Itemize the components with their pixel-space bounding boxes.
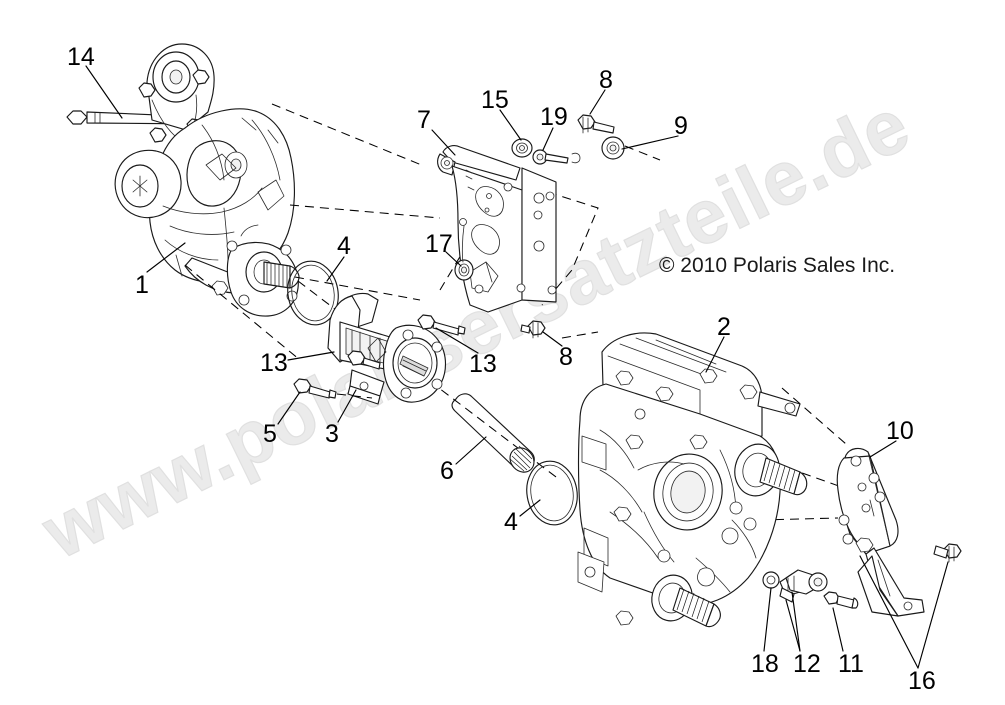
callout-3: 3 bbox=[325, 420, 339, 448]
callout-15: 15 bbox=[481, 86, 509, 114]
callout-6: 6 bbox=[440, 457, 454, 485]
part-19-small-screw bbox=[532, 149, 581, 165]
part-2-gearcase-assembly bbox=[577, 332, 808, 628]
callout-12: 12 bbox=[793, 650, 821, 678]
part-11-dowel-pin bbox=[823, 591, 859, 609]
part-18-small-washer bbox=[762, 571, 780, 589]
part-4-o-ring-rear bbox=[526, 460, 578, 526]
callout-7: 7 bbox=[417, 106, 431, 134]
copyright-notice: © 2010 Polaris Sales Inc. bbox=[659, 254, 895, 277]
part-13-bolt-left bbox=[347, 350, 381, 370]
part-8-bolt-top bbox=[577, 114, 615, 134]
part-1-transmission-assembly bbox=[114, 43, 300, 317]
callout-17: 17 bbox=[425, 230, 453, 258]
part-6-splined-shaft bbox=[451, 393, 535, 473]
callout-numbers: 14 1 7 15 19 8 9 17 4 13 5 3 13 8 6 4 2 … bbox=[67, 43, 936, 695]
callout-13-left: 13 bbox=[260, 349, 288, 377]
part-7-mounting-bracket bbox=[437, 145, 557, 313]
callout-1: 1 bbox=[135, 271, 149, 299]
callout-8-mid: 8 bbox=[559, 343, 573, 371]
part-13-bolt-right bbox=[417, 314, 466, 336]
callout-19: 19 bbox=[540, 103, 568, 131]
callout-5: 5 bbox=[263, 420, 277, 448]
callout-4-rear: 4 bbox=[504, 508, 518, 536]
callout-4-front: 4 bbox=[337, 232, 351, 260]
part-15-spacer-bushing bbox=[511, 138, 533, 158]
part-10-support-bracket bbox=[836, 447, 925, 617]
callout-10: 10 bbox=[886, 417, 914, 445]
callout-9: 9 bbox=[674, 112, 688, 140]
part-4-o-ring-front bbox=[287, 260, 339, 326]
callout-11: 11 bbox=[838, 650, 864, 678]
part-8-bolt-middle bbox=[520, 320, 546, 339]
callout-18: 18 bbox=[751, 650, 779, 678]
part-16-hex-bolt bbox=[933, 543, 962, 563]
callout-leaders bbox=[85, 65, 949, 669]
assembly-guide-lines bbox=[184, 103, 851, 576]
callout-2: 2 bbox=[717, 313, 731, 341]
part-12-shift-lever bbox=[779, 569, 828, 603]
callout-8-top: 8 bbox=[599, 66, 613, 94]
part-9-flat-washer bbox=[601, 136, 625, 160]
callout-13-right: 13 bbox=[469, 350, 497, 378]
part-5-flange-bolt bbox=[293, 378, 373, 399]
callout-16: 16 bbox=[908, 667, 936, 695]
callout-14: 14 bbox=[67, 43, 95, 71]
